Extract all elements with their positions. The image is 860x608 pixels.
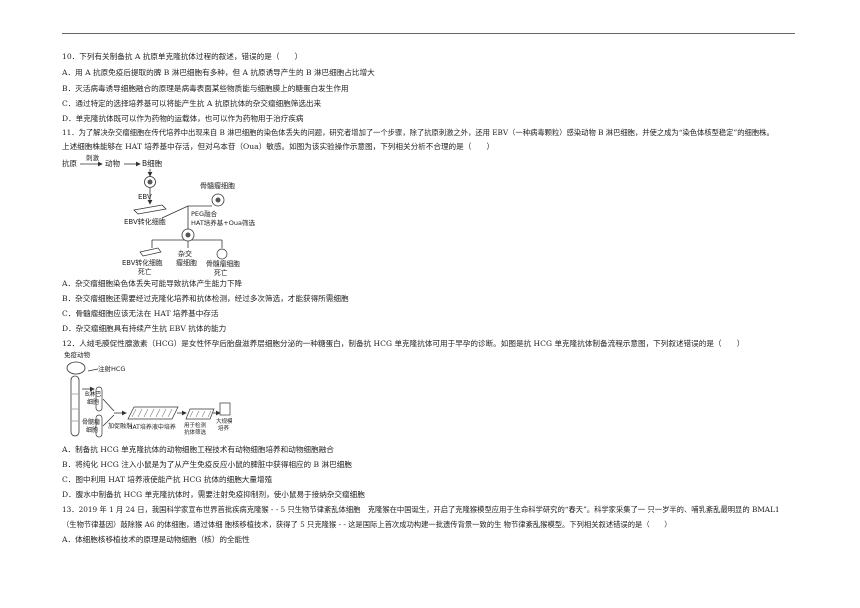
fig11-fusion-label: PEG融合: [191, 209, 218, 218]
fig11-ebv-dead-label: EBV转化细胞: [122, 258, 163, 267]
q10-option-d: D．单克隆抗体既可以作为药物的运载体，也可以作为药物用于治疗疾病: [62, 114, 304, 123]
q11-option-d: D．杂交瘤细胞具有持续产生抗 EBV 抗体的能力: [62, 324, 227, 333]
q13-stem-line2: （生物节律基因）敲除猴 A6 的体细胞，通过体细 胞核移植技术，获得了 5 只克…: [62, 520, 672, 529]
fig12-screen-label-2: 抗体筛选: [184, 428, 207, 436]
fig12-hat-plate-icon: [127, 406, 179, 420]
fig11-myeloma-dead-icon: [216, 248, 228, 260]
q10-option-b: B．灭活病毒诱导细胞融合的原理是病毒表面某些物质能与细胞膜上的糖蛋白发生作用: [62, 84, 349, 93]
q11-stem-line2: 上述细胞株能够在 HAT 培养基中存活，但对乌本苷（Oua）敏感。如图为该实验操…: [62, 142, 495, 151]
fig11-screen-label: HAT培养基+Oua筛选: [191, 218, 255, 227]
fig12-bcell-tube: [95, 386, 103, 412]
q11-figure: 抗原 刺激 动物 B细胞 EBV EBV转化细胞 骨髓瘤细胞 PEG融合 HAT…: [62, 153, 292, 277]
q10-stem: 10．下列有关制备抗 A 抗原单克隆抗体过程的叙述，错误的是（ ）: [62, 52, 303, 61]
fig12-screen-label: 用于检测: [184, 421, 207, 429]
fig11-myeloma-label: 骨髓瘤细胞: [200, 181, 235, 190]
fig12-mouse-label: 免疫动物: [64, 350, 91, 359]
fig12-tube-icon: [70, 375, 80, 437]
q12-option-c: C．图中利用 HAT 培养液使能产抗 HCG 抗体的细胞大量增殖: [62, 475, 273, 484]
fig12-culture-label: 大规模: [216, 417, 232, 425]
q11-option-c: C．骨髓瘤细胞应该无法在 HAT 培养基中存活: [62, 309, 219, 318]
q10-option-a: A．用 A 抗原免疫后提取的脾 B 淋巴细胞有多种，但 A 抗原诱导产生的 B …: [62, 68, 375, 77]
fig11-hybrid-label-2: 瘤细胞: [176, 258, 197, 267]
fig12-myeloma-tube: [95, 414, 103, 438]
fig11-animal-label: 动物: [105, 158, 120, 168]
fig12-bcell-label: B淋巴: [85, 390, 101, 398]
fig12-myeloma-label: 骨髓瘤: [82, 418, 100, 426]
fig11-bcell-label: B细胞: [142, 158, 163, 168]
fig12-hat-label: HAT培养液中培养: [128, 423, 176, 431]
fig11-ebv-cell-label: EBV转化细胞: [124, 217, 166, 226]
q13-option-a: A．体细胞核移植技术的原理是动物细胞（核）的全能性: [62, 535, 250, 544]
fig12-inject-label: 注射HCG: [98, 364, 125, 373]
fig12-screen-plate-icon: [185, 408, 215, 420]
q11-option-a: A．杂交瘤细胞染色体丢失可能导致抗体产生能力下降: [62, 279, 243, 288]
q11-option-b: B．杂交瘤细胞还需要经过克隆化培养和抗体检测，经过多次筛选，才能获得所需细胞: [62, 294, 349, 303]
header-rule: [62, 33, 795, 34]
q13-stem-line1: 13．2019 年 1 月 24 日，我国科学家宣布世界首批疾病克隆猴 - - …: [62, 505, 780, 514]
fig11-ebv-label: EBV: [138, 193, 152, 201]
q11-stem-line1: 11．为了解决杂交瘤细胞在传代培养中出现来自 B 淋巴细胞的染色体丢失的问题，研…: [62, 128, 774, 137]
fig11-myeloma-dead-label-2: 死亡: [214, 268, 228, 276]
fig12-myeloma-label-2: 细胞: [86, 426, 98, 434]
fig12-flask-icon: [219, 402, 231, 416]
q12-option-b: B．将纯化 HCG 注入小鼠是为了从产生免疫反应小鼠的脾脏中获得相应的 B 淋巴…: [62, 460, 352, 469]
fig11-stimulate-label: 刺激: [86, 154, 100, 162]
q12-option-d: D．腹水中制备抗 HCG 单克隆抗体时，需要注射免疫抑制剂，使小鼠易于接纳杂交瘤…: [62, 490, 365, 499]
fig11-antigen-label: 抗原: [62, 158, 77, 168]
q12-stem: 12．人绒毛膜促性腺激素（HCG）是女性怀孕后胎盘滋养层细胞分泌的一种糖蛋白，制…: [62, 339, 745, 348]
fig11-ebv-dead-icon: [139, 247, 162, 257]
fig12-bcell-label-2: 细胞: [87, 398, 99, 406]
fig12-reagent-label: 加促融剂: [108, 422, 132, 430]
q10-option-c: C．通过特定的选择培养基可以将能产生抗 A 抗原抗体的杂交瘤细胞筛选出来: [62, 99, 322, 108]
q12-option-a: A．制备抗 HCG 单克隆抗体的动物细胞工程技术有动物细胞培养和动物细胞融合: [62, 445, 334, 454]
fig11-ebv-cell-icon: [133, 204, 167, 215]
q12-figure: 免疫动物 注射HCG B淋巴 细胞 骨髓瘤 细胞 加促融剂 HAT培养液中培养: [62, 349, 233, 441]
fig11-hybrid-label: 杂交: [178, 249, 192, 258]
fig11-myeloma-dead-label: 骨髓瘤细胞: [206, 259, 240, 268]
fig11-ebv-dead-label-2: 死亡: [138, 267, 152, 276]
fig12-mouse-icon: [66, 361, 86, 375]
fig12-culture-label-2: 培养: [218, 424, 230, 432]
